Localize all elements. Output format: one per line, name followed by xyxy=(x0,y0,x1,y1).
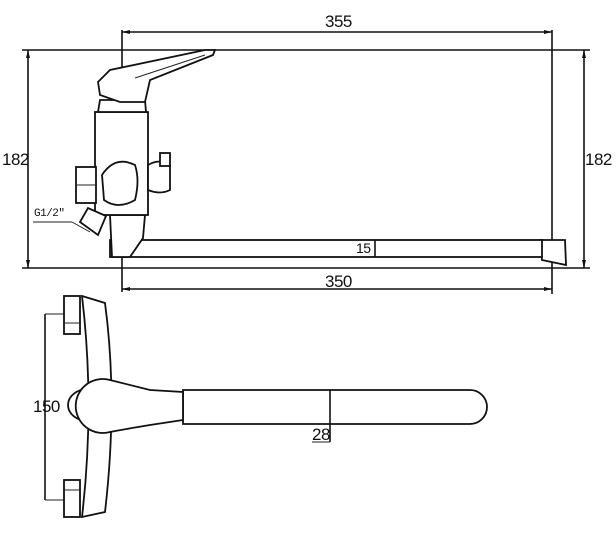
dimension-350-label: 350 xyxy=(325,272,352,291)
dimension-355-label: 355 xyxy=(325,12,352,31)
thread-size-label: G1/2" xyxy=(34,208,65,220)
dimension-182-right-label: 182 xyxy=(585,150,612,169)
dimension-350 xyxy=(122,287,552,291)
dimension-182-left-label: 182 xyxy=(2,150,29,169)
faucet-side-view xyxy=(33,49,567,267)
dimension-15-label: 15 xyxy=(356,240,371,256)
dimension-150-label: 150 xyxy=(33,397,60,416)
dimension-28-label: 28 xyxy=(312,425,330,444)
dimension-182 xyxy=(22,49,590,269)
faucet-top-view xyxy=(44,294,488,519)
